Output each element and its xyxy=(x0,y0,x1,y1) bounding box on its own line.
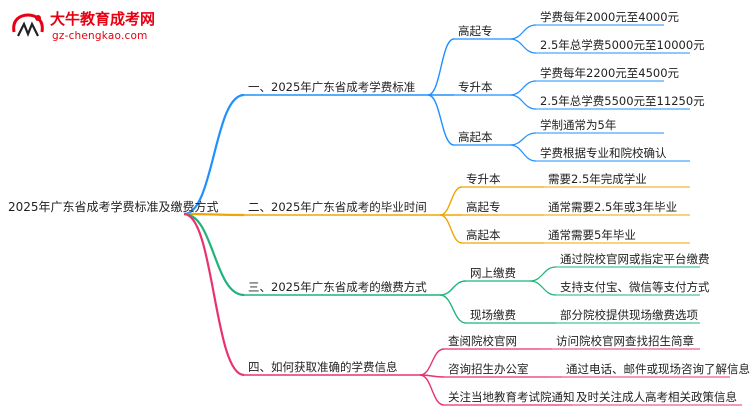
link-b1-gqb xyxy=(427,94,455,146)
leaf-zsb-grad: 需要2.5年完成学业 xyxy=(548,172,647,186)
link-b1-leaf-a2 xyxy=(509,132,537,146)
link-b1-leaf-b2 xyxy=(509,144,537,162)
branch-graduation-time[interactable]: 二、2025年广东省成考的毕业时间 xyxy=(248,200,427,214)
leaf-gqb-grad: 通常需要5年毕业 xyxy=(548,228,636,242)
leaf-gqb-duration: 学制通常为5年 xyxy=(540,118,617,132)
leaf-online-portal: 通过院校官网或指定平台缴费 xyxy=(560,252,710,266)
node-zhuanshengben-grad[interactable]: 专升本 xyxy=(466,172,501,186)
link-root-b4 xyxy=(183,212,245,377)
link-b3-leaf-0 xyxy=(529,266,557,282)
leaf-gqz-grad: 通常需要2.5年或3年毕业 xyxy=(548,200,678,214)
leaf-visit-website: 访问院校官网查找招生简章 xyxy=(556,334,694,348)
leaf-gqb-confirm: 学费根据专业和院校确认 xyxy=(540,146,667,160)
node-gaoqizhuan-grad[interactable]: 高起专 xyxy=(466,200,501,214)
link-root-b2 xyxy=(183,212,245,217)
link-b2-2 xyxy=(439,214,463,244)
node-gaoqiben-grad[interactable]: 高起本 xyxy=(466,228,501,242)
node-check-website[interactable]: 查阅院校官网 xyxy=(448,334,517,348)
link-root-b1 xyxy=(183,93,245,216)
leaf-onsite-option: 部分院校提供现场缴费选项 xyxy=(560,308,698,322)
link-b1-leaf-b0 xyxy=(509,38,537,54)
link-b1-leaf-b1 xyxy=(509,94,537,110)
link-b1-leaf-a0 xyxy=(509,24,537,40)
leaf-zsb-yearly: 学费每年2200元至4500元 xyxy=(540,66,680,80)
leaf-follow-policy: 及时关注成人高考相关政策信息 xyxy=(576,390,737,404)
branch-fees-standard[interactable]: 一、2025年广东省成考学费标准 xyxy=(248,80,416,94)
link-b3-online xyxy=(439,280,467,296)
node-online-payment[interactable]: 网上缴费 xyxy=(470,266,516,280)
node-gaoqiben-fees[interactable]: 高起本 xyxy=(458,130,493,144)
leaf-consult-methods: 通过电话、邮件或现场咨询了解信息 xyxy=(566,362,750,376)
link-b3-onsite xyxy=(439,294,467,324)
node-follow-exam-authority[interactable]: 关注当地教育考试院通知 xyxy=(448,390,575,404)
leaf-gqz-yearly: 学费每年2000元至4000元 xyxy=(540,10,680,24)
leaf-zsb-total: 2.5年总学费5500元至11250元 xyxy=(540,94,705,108)
branch-get-fee-info[interactable]: 四、如何获取准确的学费信息 xyxy=(248,360,398,374)
link-b3-leaf-1 xyxy=(529,280,557,296)
node-consult-office[interactable]: 咨询招生办公室 xyxy=(448,362,529,376)
link-root-b3 xyxy=(183,212,245,297)
node-gaoqizhuan-fees[interactable]: 高起专 xyxy=(458,24,493,38)
leaf-online-alipay-wechat: 支持支付宝、微信等支付方式 xyxy=(560,280,710,294)
site-title: 大牛教育成考网 xyxy=(50,10,156,28)
root-node: 2025年广东省成考学费标准及缴费方式 xyxy=(8,200,219,214)
node-onsite-payment[interactable]: 现场缴费 xyxy=(470,308,516,322)
leaf-gqz-total: 2.5年总学费5000元至10000元 xyxy=(540,38,705,52)
link-b1-leaf-a1 xyxy=(509,80,537,96)
link-b2-0 xyxy=(439,186,463,216)
site-url: gz-chengkao.com xyxy=(52,30,148,42)
node-zhuanshengben-fees[interactable]: 专升本 xyxy=(458,80,493,94)
link-b4-2 xyxy=(419,374,445,406)
branch-payment-methods[interactable]: 三、2025年广东省成考的缴费方式 xyxy=(248,280,427,294)
link-b4-0 xyxy=(419,348,445,376)
site-logo[interactable]: 大牛教育成考网 gz-chengkao.com xyxy=(8,6,198,50)
link-b1-gqz xyxy=(427,38,455,96)
bull-logo-icon xyxy=(12,13,44,37)
